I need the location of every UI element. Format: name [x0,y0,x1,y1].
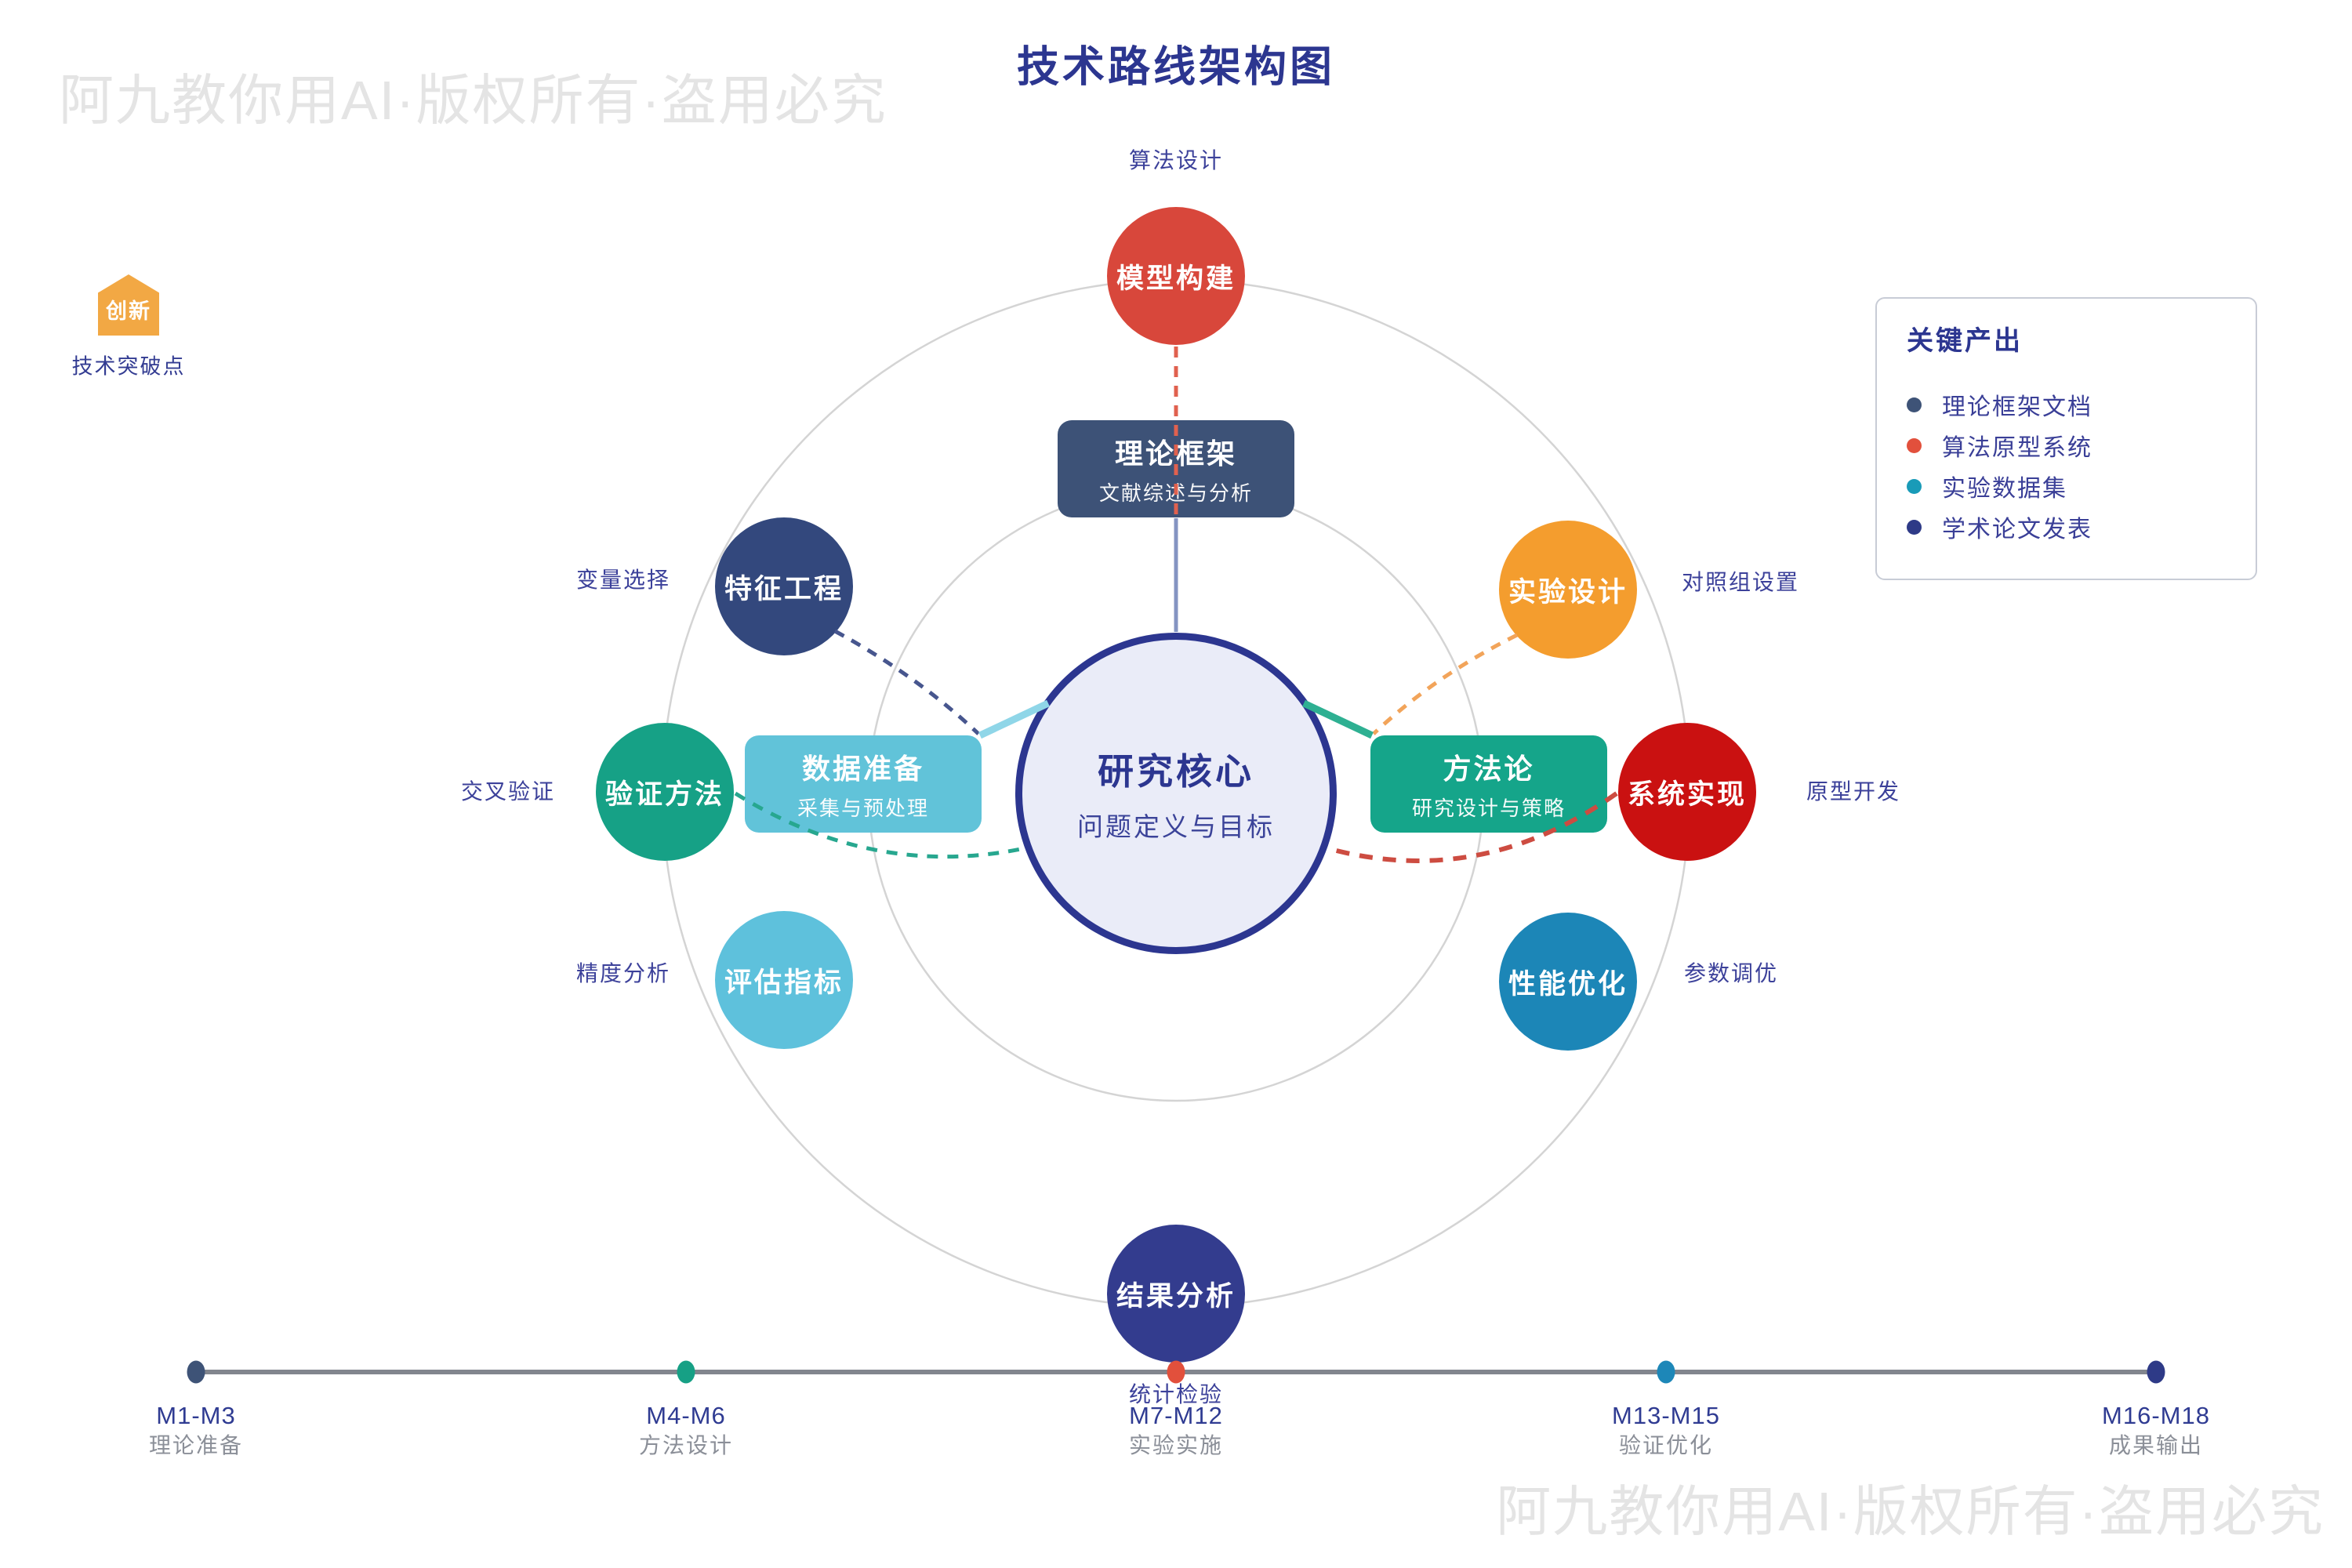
timeline-dot-m1 [187,1360,205,1384]
bullet-dot-icon [1907,437,1922,453]
milestone-phase: 方法设计 [638,1433,734,1457]
milestone-range: M16-M18 [2102,1402,2210,1429]
node-validation-method: 验证方法 [596,723,734,861]
connector-experiment-to-method [1372,633,1519,735]
milestone-range: M7-M12 [1129,1402,1223,1429]
annotation-statistical-test: 统计检验 [1128,1382,1224,1406]
box-subtitle: 研究设计与策略 [1411,797,1566,820]
legend-key-outputs: 关键产出 理论框架文档 算法原型系统 实验数据集 学术论文发表 [1875,297,2257,580]
box-methodology: 方法论 研究设计与策略 [1370,735,1607,833]
timeline-dot-m16 [2147,1360,2165,1384]
connector-feature-to-data [833,629,980,735]
milestone-phase: 实验实施 [1128,1433,1224,1457]
timeline-dot-m4 [677,1360,695,1384]
legend-item: 学术论文发表 [1907,506,2232,547]
legend-title: 关键产出 [1907,326,2023,356]
node-model-building: 模型构建 [1107,207,1245,345]
node-feature-engineering: 特征工程 [715,517,853,655]
milestone-range: M1-M3 [156,1402,236,1429]
box-title: 方法论 [1443,753,1535,785]
box-title: 数据准备 [801,753,924,785]
innovation-badge-label: 创新 [106,299,151,323]
milestone-range: M4-M6 [646,1402,726,1429]
legend-item: 实验数据集 [1907,466,2232,506]
annotation-cross-validation: 交叉验证 [460,779,556,804]
node-result-analysis: 结果分析 [1107,1225,1245,1363]
legend-item-label: 实验数据集 [1942,476,2067,502]
box-theory-framework: 理论框架 文献综述与分析 [1058,420,1294,517]
timeline-dot-m7 [1167,1360,1185,1384]
node-evaluation-metrics: 评估指标 [715,911,853,1049]
box-title: 理论框架 [1114,437,1237,470]
legend-item: 算法原型系统 [1907,425,2232,466]
legend-item-label: 理论框架文档 [1942,394,2092,420]
annotation-variable-selection: 变量选择 [575,568,671,592]
core-title: 研究核心 [1098,751,1254,792]
timeline-dot-m13 [1657,1360,1675,1384]
milestone-phase: 成果输出 [2108,1433,2204,1457]
innovation-badge: 创新 [98,274,159,336]
node-system-implementation: 系统实现 [1618,723,1756,861]
node-performance-optimization: 性能优化 [1499,913,1637,1051]
annotation-control-group: 对照组设置 [1681,570,1800,594]
milestone-phase: 验证优化 [1618,1433,1714,1457]
core-research-node: 研究核心 问题定义与目标 [1015,633,1337,954]
bullet-dot-icon [1907,478,1922,494]
annotation-precision-analysis: 精度分析 [575,961,671,985]
legend-item-label: 学术论文发表 [1942,517,2092,543]
page-title: 技术路线架构图 [1017,43,1335,91]
annotation-parameter-tuning: 参数调优 [1683,961,1779,985]
legend-item: 理论框架文档 [1907,384,2232,425]
core-subtitle: 问题定义与目标 [1077,812,1275,841]
node-experiment-design: 实验设计 [1499,521,1637,659]
box-subtitle: 文献综述与分析 [1098,481,1253,505]
innovation-badge-caption: 技术突破点 [71,354,186,379]
milestone-phase: 理论准备 [148,1433,244,1457]
legend-item-label: 算法原型系统 [1942,435,2092,461]
annotation-algorithm-design: 算法设计 [1128,148,1224,172]
bullet-dot-icon [1907,397,1922,412]
watermark-bottom-right: 阿九教你用AI·版权所有·盗用必究 [1496,1481,2325,1542]
box-subtitle: 采集与预处理 [797,797,929,820]
milestone-range: M13-M15 [1612,1402,1720,1429]
watermark-top-left: 阿九教你用AI·版权所有·盗用必究 [59,70,887,131]
bullet-dot-icon [1907,519,1922,535]
annotation-prototype-development: 原型开发 [1806,779,1901,804]
box-data-preparation: 数据准备 采集与预处理 [745,735,982,833]
